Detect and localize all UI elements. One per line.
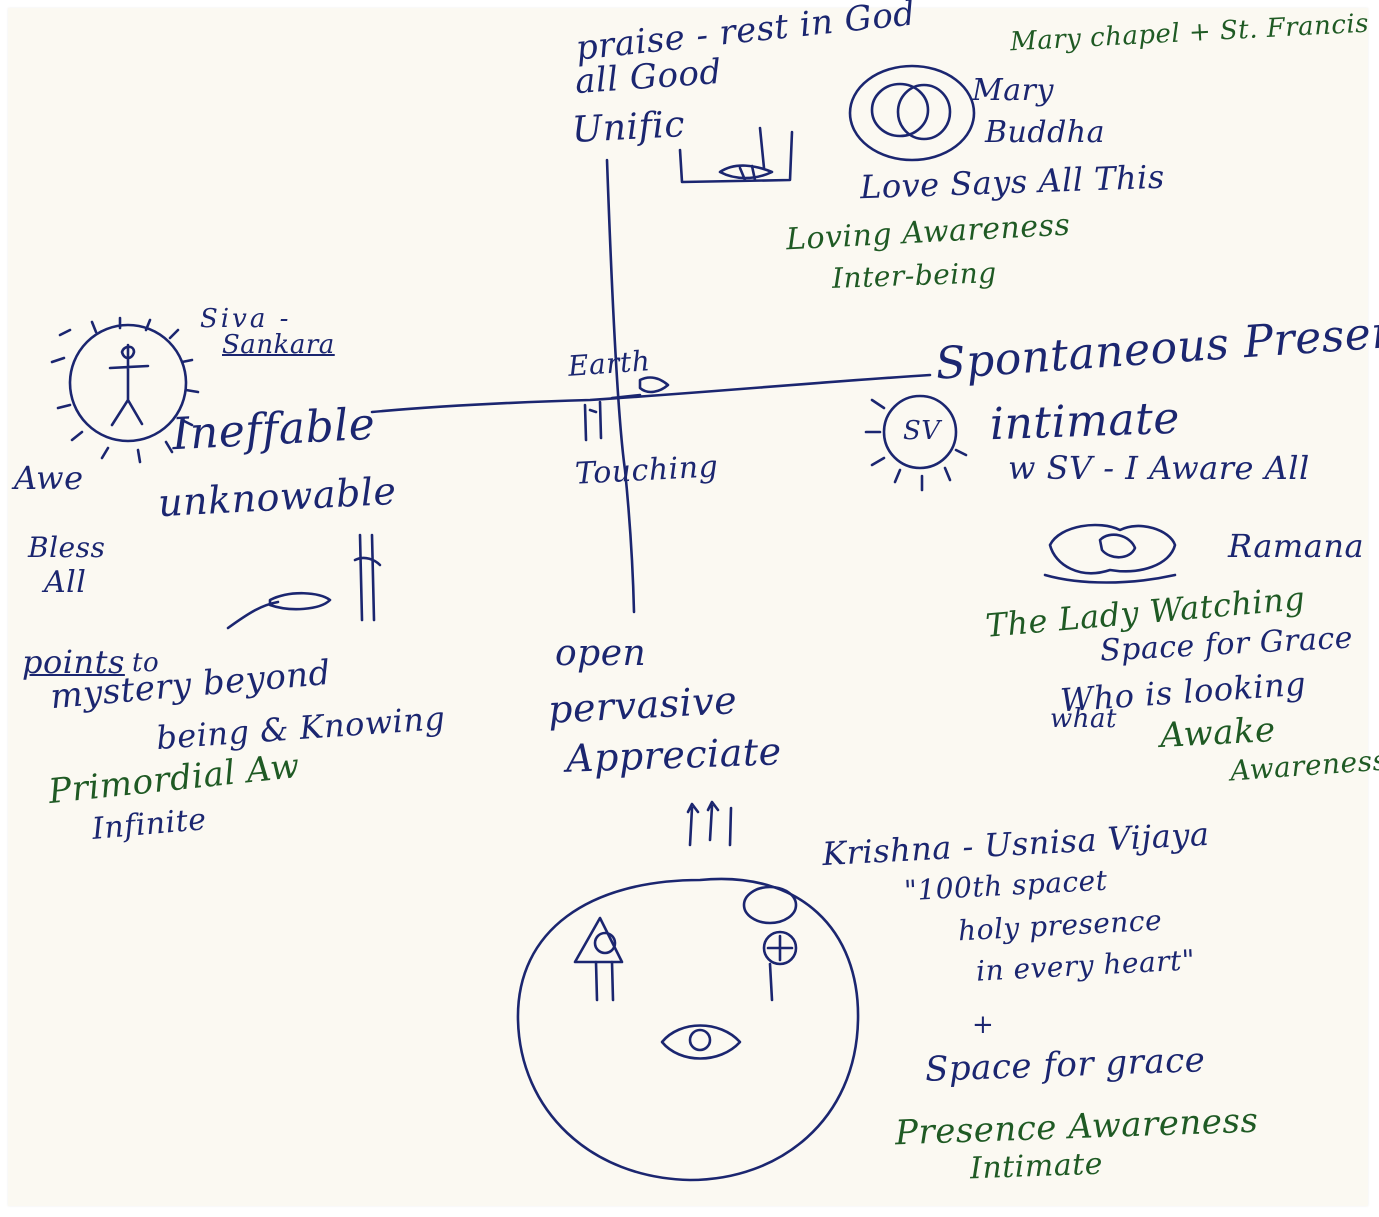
paper-sheet (8, 8, 1368, 1206)
hand-gesture-icon (226, 533, 382, 630)
horizontal-axis (370, 373, 932, 414)
text-touching: Touching (574, 449, 720, 492)
vertical-axis (605, 158, 636, 614)
text-sv-label: SV (903, 416, 941, 446)
text-sv-aware-all: w SV - I Aware All (1008, 449, 1310, 487)
mary-buddha-circles-icon (848, 64, 976, 162)
text-unific: Unific (570, 104, 687, 151)
text-intimate: intimate (989, 392, 1181, 451)
siva-sun-icon (50, 316, 200, 464)
text-bless: Bless (28, 531, 106, 564)
text-love-says: Love Says All This (859, 157, 1166, 207)
text-points: points (22, 643, 125, 681)
earth-touching-icon (583, 376, 670, 442)
text-ineffable: Ineffable (170, 398, 377, 461)
sv-sun-icon (864, 394, 968, 492)
text-appreciate: Appreciate (565, 729, 783, 781)
text-to: to (132, 648, 160, 678)
text-space-for-grace: Space for grace (924, 1040, 1206, 1090)
text-awake: Awake (1159, 710, 1277, 756)
text-sankara: Sankara (222, 330, 335, 360)
text-what: what (1050, 704, 1117, 734)
upward-arrows-icon (686, 800, 733, 847)
text-open: open (555, 633, 647, 674)
text-mary: Mary (972, 73, 1054, 108)
text-pervasive: pervasive (546, 678, 739, 732)
altar-icon (678, 126, 794, 184)
text-inter-being: Inter-being (831, 256, 998, 295)
text-earth: Earth (566, 344, 652, 383)
text-intimate-bottom: Intimate (969, 1146, 1104, 1187)
text-siva: Siva - (200, 304, 292, 334)
face-drawing-icon (516, 877, 860, 1182)
text-ramana: Ramana (1228, 527, 1365, 565)
text-buddha: Buddha (985, 115, 1105, 150)
text-awe: Awe (14, 459, 84, 497)
text-all-good: all Good (573, 51, 723, 103)
ramana-figure-icon (1043, 523, 1177, 584)
text-all: All (44, 565, 87, 600)
text-plus: + (972, 1010, 995, 1040)
